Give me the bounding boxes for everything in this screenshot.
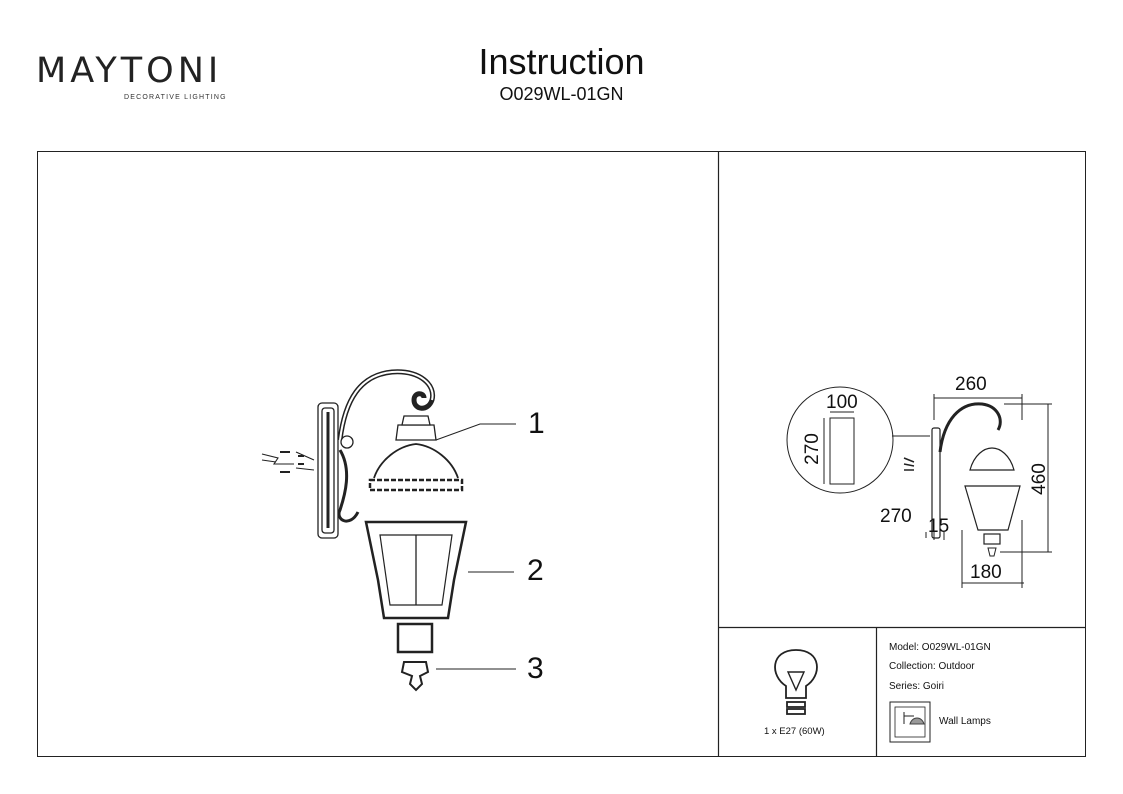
dim-base-depth: 180 (970, 562, 1002, 583)
dim-plate-width: 100 (826, 392, 858, 413)
exploded-lamp-drawing (261, 369, 516, 692)
dim-width-total: 260 (955, 374, 987, 395)
brand-tagline: DECORATIVE LIGHTING (124, 94, 227, 101)
dim-plate-height: 270 (801, 433, 823, 465)
spec-collection: Collection: Outdoor (889, 661, 975, 672)
plate-detail-rect (829, 417, 855, 485)
bulb-icon (774, 649, 818, 715)
plate-detail-circle (786, 386, 894, 494)
spec-series: Series: Goiri (889, 681, 945, 692)
lamp-finial (400, 661, 430, 692)
part-number-2: 2 (527, 554, 544, 587)
dim-height-total: 460 (1028, 463, 1050, 495)
lamp-collar (396, 622, 434, 654)
lamp-hood (373, 443, 459, 479)
dim-offset: 15 (928, 516, 950, 537)
brand-name: MAYTONI (36, 51, 223, 91)
lamp-cap (395, 424, 437, 441)
wires (261, 451, 315, 471)
screws (280, 451, 304, 473)
model-code: O029WL-01GN (499, 84, 624, 104)
dim-side-depth: 270 (880, 506, 912, 527)
part-number-3: 3 (527, 652, 544, 685)
part-number-1: 1 (528, 407, 545, 440)
bulb-spec: 1 x E27 (60W) (764, 726, 825, 737)
page-title: Instruction (478, 41, 645, 82)
main-drawing-panel (37, 151, 1086, 757)
spec-type: Wall Lamps (939, 716, 991, 727)
spec-model: Model: O029WL-01GN (889, 642, 991, 653)
wall-lamp-icon (889, 701, 931, 743)
leader-line-1 (435, 423, 516, 441)
brand-logo: MAYTONI DECORATIVE LIGHTING (36, 51, 231, 101)
dimension-drawing (786, 386, 1052, 588)
